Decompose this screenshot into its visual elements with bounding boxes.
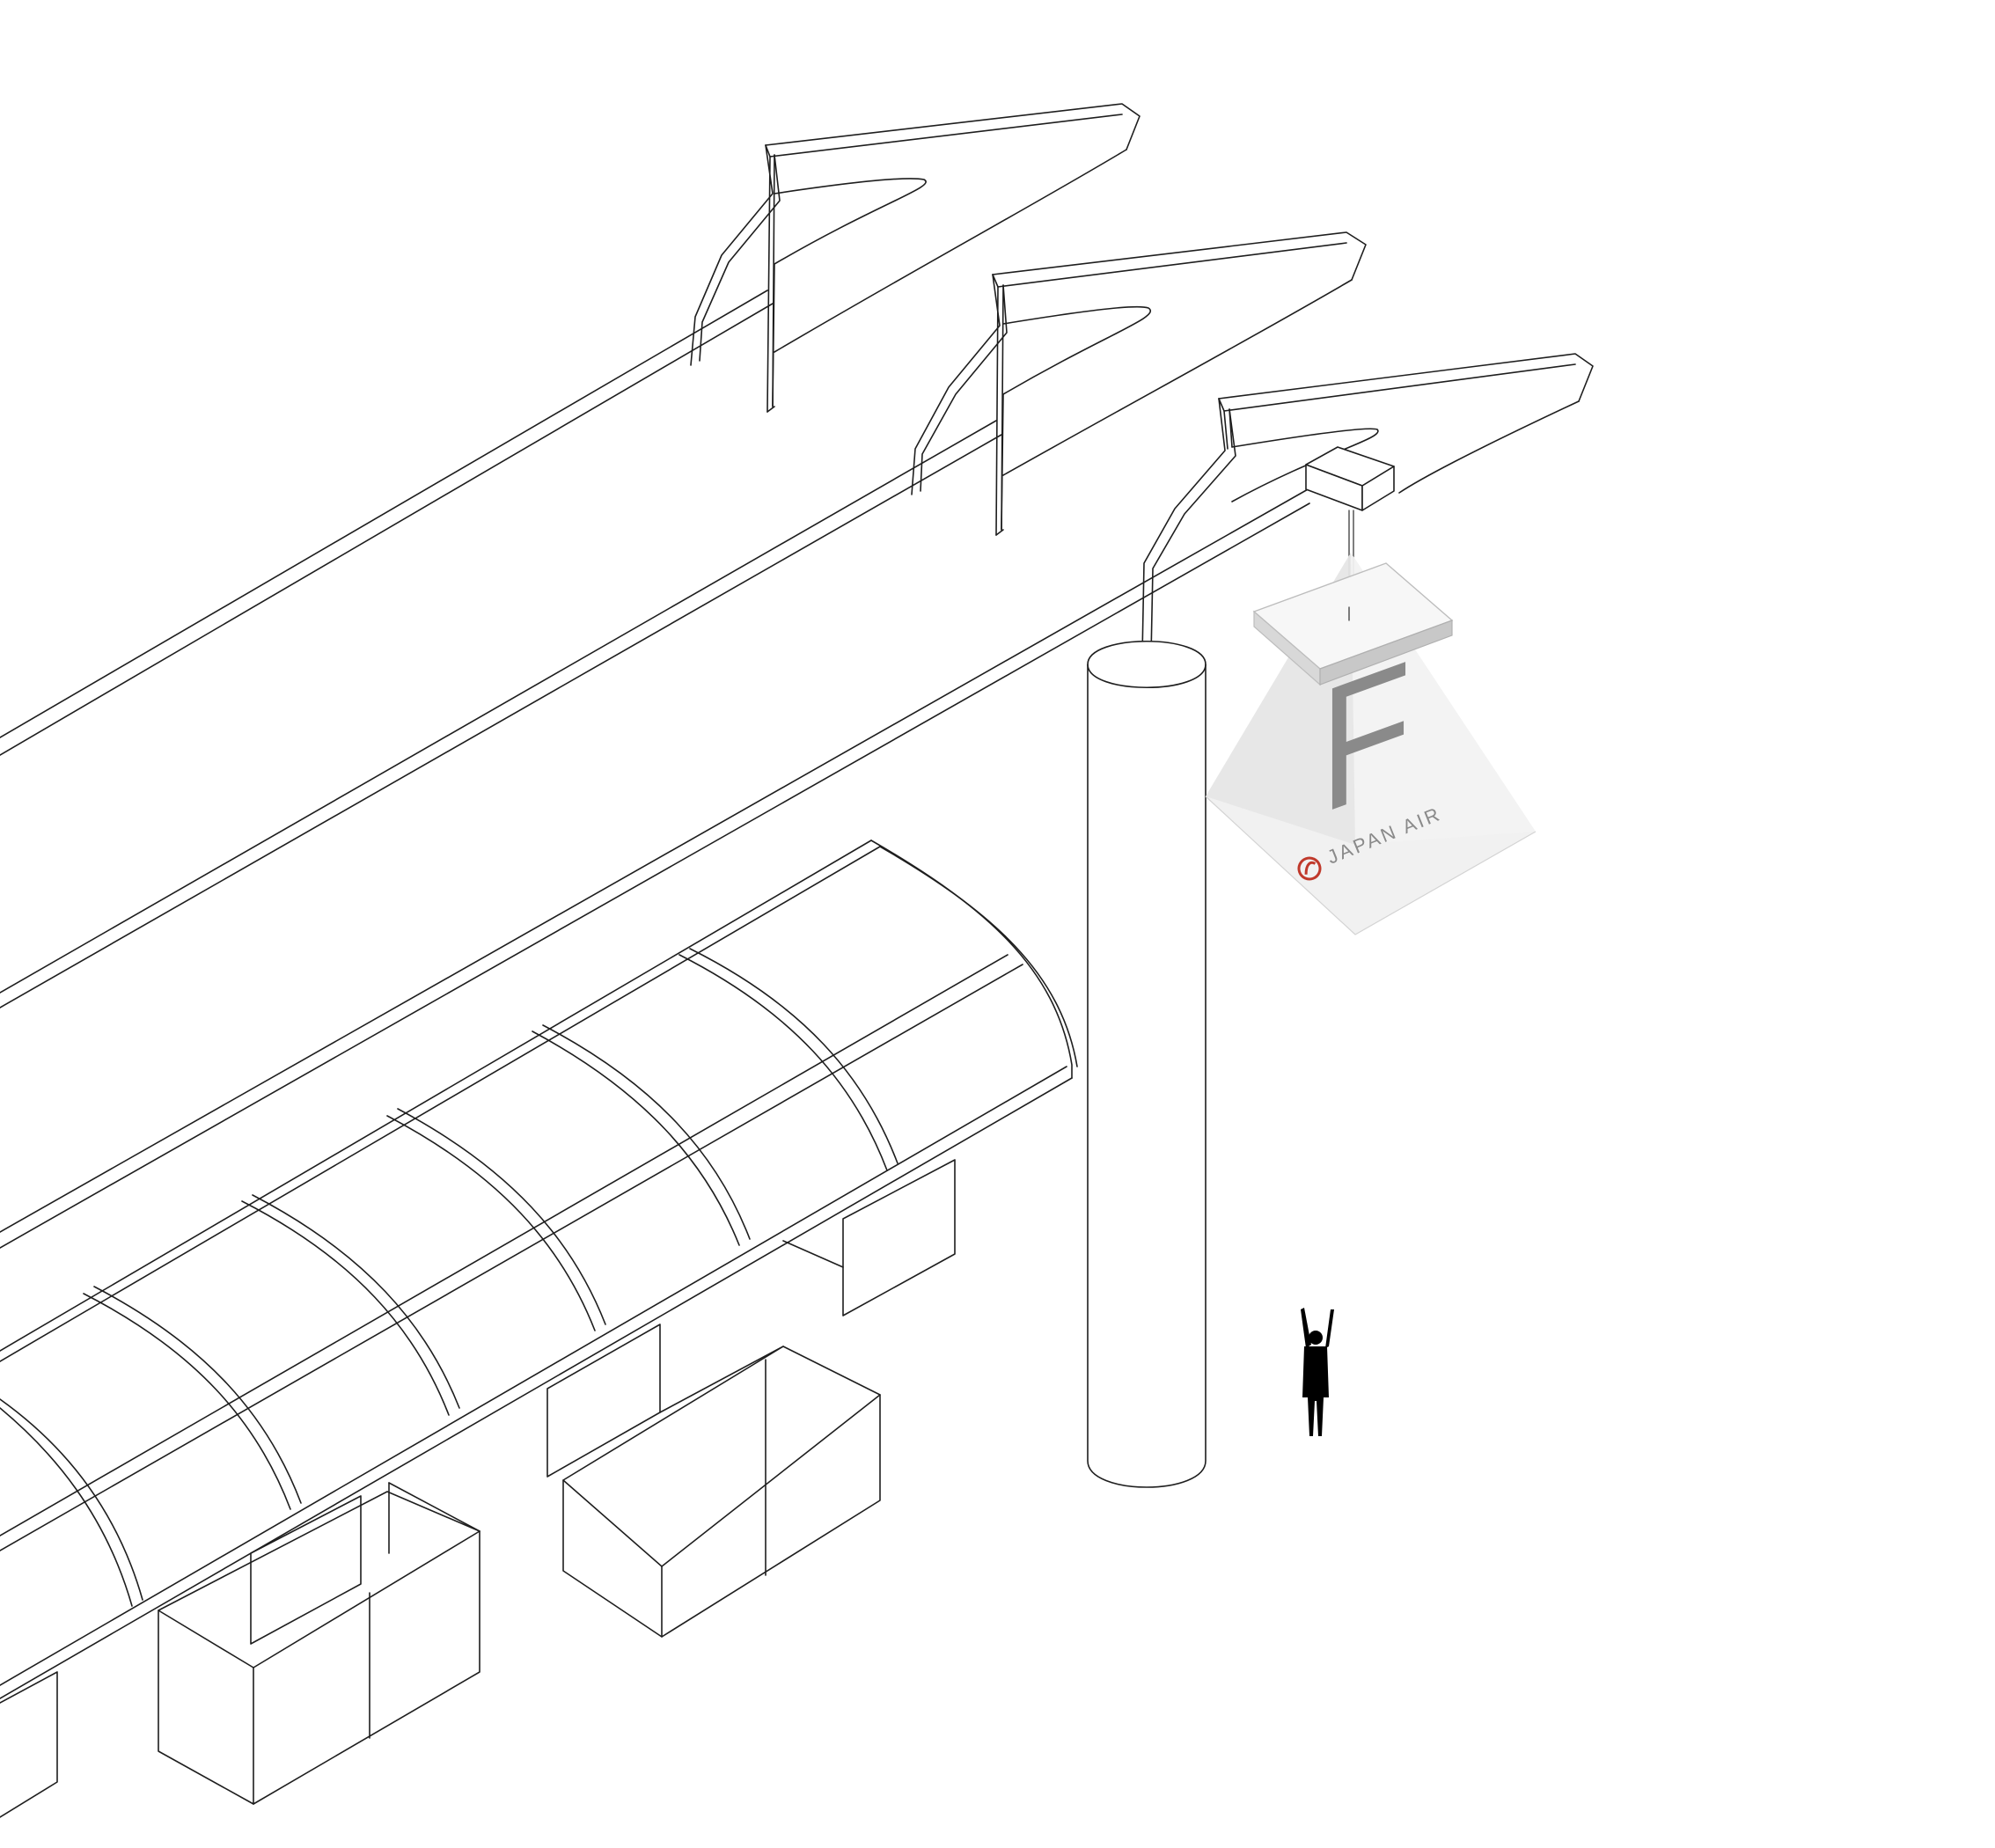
check-in-counter-1 [546,1159,956,1638]
gate-letter: F [1320,622,1412,852]
roof-beam-1 [0,103,1141,756]
hanging-sign: F JAPAN AIR [1205,553,1537,935]
column [1087,641,1207,1488]
check-in-counter-3 [0,1671,58,1818]
roof-beam-3 [0,353,1594,1249]
check-in-counter-2 [158,1482,480,1805]
human-figure-icon [1301,1308,1334,1436]
crane-emblem-icon [1297,856,1322,881]
roof-beam-2 [0,231,1367,1008]
curved-canopy [0,840,1078,1699]
